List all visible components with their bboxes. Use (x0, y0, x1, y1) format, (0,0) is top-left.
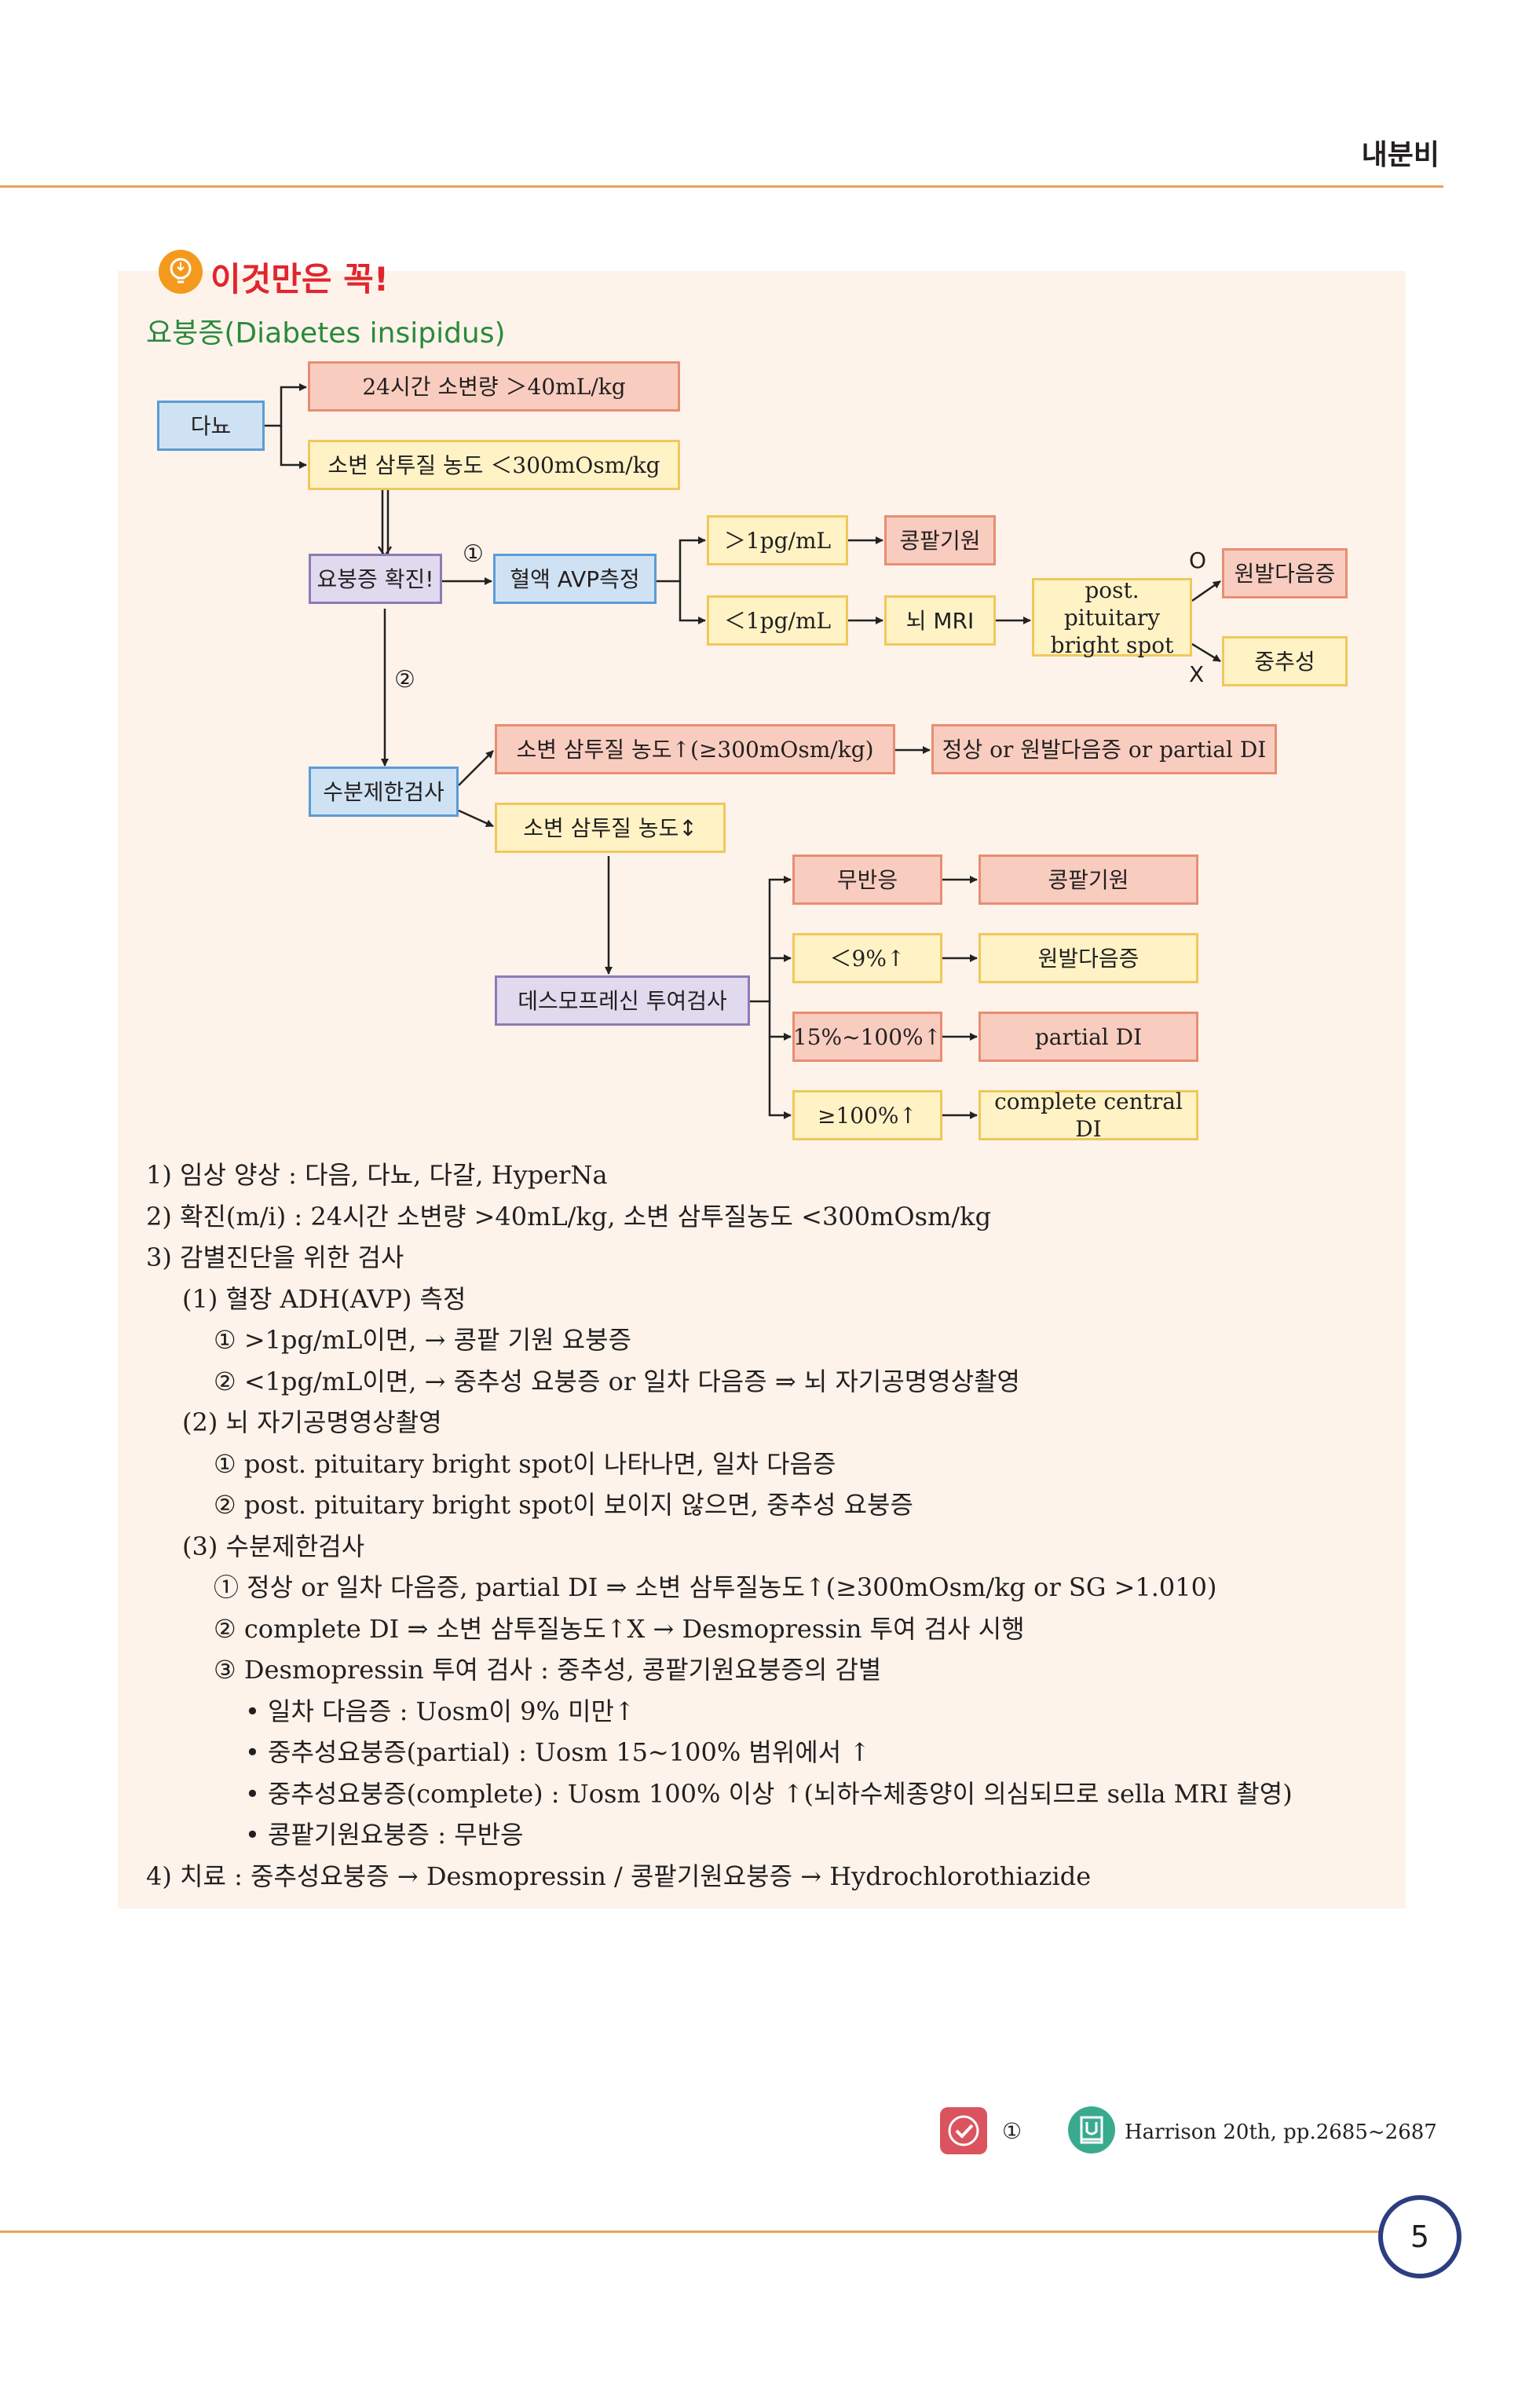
checklist-icon (940, 2107, 987, 2154)
note-water-complete: ② complete DI ⇒ 소변 삼투질농도↑X → Desmopressi… (214, 1613, 1025, 1644)
no-response-box: 무반응 (792, 854, 942, 905)
page-number: 5 (1378, 2195, 1461, 2278)
note-spot-present: ① post. pituitary bright spot이 나타나면, 일차 … (214, 1448, 836, 1479)
flowchart-connectors (265, 383, 1221, 1119)
step-one-marker: ① (463, 540, 484, 568)
bright-spot-box: post. pituitary bright spot (1032, 576, 1192, 658)
note-adh-high: ① >1pg/mL이면, → 콩팥 기원 요붕증 (214, 1325, 632, 1355)
note-bullet-primary: • 일차 다음증 : Uosm이 9% 미만↑ (245, 1696, 635, 1726)
o-marker: O (1189, 547, 1207, 573)
note-desmopressin: ③ Desmopressin 투여 검사 : 중추성, 콩팥기원요붕증의 감별 (214, 1655, 882, 1685)
top-rule (0, 185, 1443, 188)
lightbulb-icon (159, 250, 203, 294)
note-bullet-complete: • 중추성요붕증(complete) : Uosm 100% 이상 ↑(뇌하수체… (245, 1778, 1293, 1809)
nephrogenic-box: 콩팥기원 (884, 515, 996, 565)
note-clinical: 1) 임상 양상 : 다음, 다뇨, 다갈, HyperNa (146, 1160, 608, 1190)
result-primary-box: 원발다음증 (979, 933, 1198, 983)
avp-low-box: ＜1pg/mL (707, 595, 848, 646)
polyuria-box: 다뇨 (157, 401, 265, 451)
desmopressin-test-box: 데스모프레신 투여검사 (495, 975, 750, 1026)
avp-high-box: ＞1pg/mL (707, 515, 848, 565)
note-diagnosis: 2) 확진(m/i) : 24시간 소변량 >40mL/kg, 소변 삼투질농도… (146, 1201, 992, 1231)
water-deprivation-box: 수분제한검사 (309, 767, 459, 817)
response-15-100-box: 15%~100%↑ (792, 1012, 942, 1062)
bright-spot-line1: post. pituitary (1063, 576, 1161, 631)
note-adh-low: ② <1pg/mL이면, → 중추성 요붕증 or 일차 다음증 ⇒ 뇌 자기공… (214, 1366, 1020, 1396)
urine-volume-box: 24시간 소변량 ＞40mL/kg (308, 361, 680, 412)
osm-no-change-box: 소변 삼투질 농도↕ (495, 803, 726, 853)
note-ddx: 3) 감별진단을 위한 검사 (146, 1242, 404, 1272)
result-partial-box: partial DI (979, 1012, 1198, 1062)
result-complete-box: complete central DI (979, 1089, 1198, 1142)
urine-osmolality-box: 소변 삼투질 농도 ＜300mOsm/kg (308, 440, 680, 490)
response-ge100-box: ≥100%↑ (792, 1090, 942, 1140)
primary-polydipsia-box: 원발다음증 (1222, 548, 1348, 598)
normal-result-box: 정상 or 원발다음증 or partial DI (931, 724, 1277, 774)
x-marker: X (1189, 661, 1205, 687)
bright-spot-line2: bright spot (1050, 631, 1174, 658)
note-spot-absent: ② post. pituitary bright spot이 보이지 않으면, … (214, 1490, 913, 1520)
check-marker: ① (1002, 2118, 1022, 2144)
section-label: 내분비 (1361, 139, 1439, 171)
osm-increase-box: 소변 삼투질 농도↑(≥300mOsm/kg) (495, 724, 895, 774)
notes-list: 1) 임상 양상 : 다음, 다뇨, 다갈, HyperNa 2) 확진(m/i… (146, 1155, 1387, 1897)
brain-mri-box: 뇌 MRI (884, 595, 996, 646)
note-treatment: 4) 치료 : 중추성요붕증 → Desmopressin / 콩팥기원요붕증 … (146, 1861, 1092, 1891)
note-bullet-nephrogenic: • 콩팥기원요붕증 : 무반응 (245, 1820, 524, 1850)
note-water-test: (3) 수분제한검사 (182, 1531, 365, 1561)
plasma-avp-box: 혈액 AVP측정 (493, 554, 657, 604)
note-bullet-partial: • 중추성요붕증(partial) : Uosm 15~100% 범위에서 ↑ (245, 1737, 871, 1767)
book-icon (1068, 2106, 1115, 2154)
di-confirmed-box: 요붕증 확진! (309, 554, 442, 604)
diabetes-insipidus-title: 요붕증(Diabetes insipidus) (146, 317, 506, 349)
central-box: 중추성 (1222, 636, 1348, 686)
note-water-normal: ① 정상 or 일차 다음증, partial DI ⇒ 소변 삼투질농도↑(≥… (214, 1572, 1217, 1602)
note-mri: (2) 뇌 자기공명영상촬영 (182, 1407, 442, 1437)
must-know-title: 이것만은 꼭! (210, 260, 389, 298)
note-plasma-adh: (1) 혈장 ADH(AVP) 측정 (182, 1283, 466, 1314)
step-two-marker: ② (394, 666, 415, 693)
result-nephrogenic-box: 콩팥기원 (979, 854, 1198, 905)
response-lt9-box: ＜9%↑ (792, 933, 942, 983)
bottom-rule (0, 2230, 1382, 2233)
reference-citation: Harrison 20th, pp.2685~2687 (1125, 2121, 1437, 2144)
